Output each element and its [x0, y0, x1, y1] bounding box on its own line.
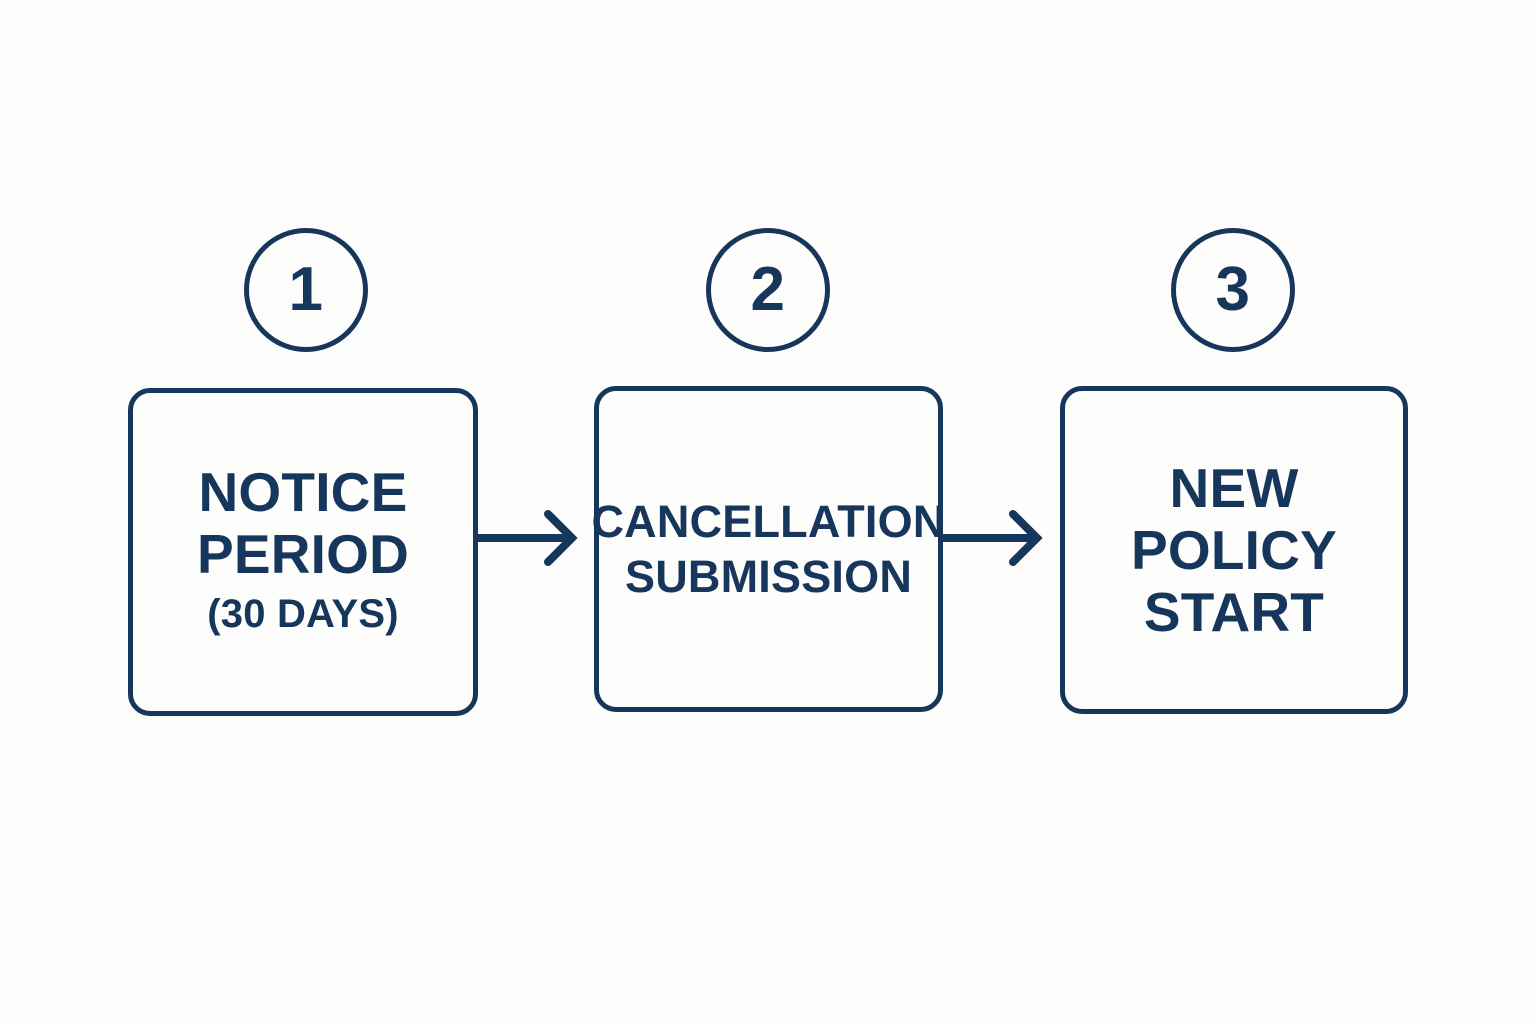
step-number-2: 2	[750, 255, 786, 324]
step-number-1: 1	[288, 255, 324, 324]
step-box-3-line2: POLICY	[1131, 519, 1337, 581]
step-badge-2: 2	[706, 228, 830, 352]
step-box-3-label: NEW POLICY START	[1131, 457, 1337, 643]
step-box-2-label: CANCELLATION SUBMISSION	[591, 494, 945, 604]
step-box-2-line2: SUBMISSION	[624, 551, 913, 602]
diagram-title: Policy cancellation process flow	[0, 21, 1, 22]
step-box-2[interactable]: CANCELLATION SUBMISSION	[591, 386, 945, 712]
step-badge-3: 3	[1171, 228, 1295, 352]
step-box-3-line3: START	[1143, 581, 1325, 643]
step-box-3[interactable]: NEW POLICY START	[1060, 386, 1408, 714]
step-box-3-line1: NEW	[1169, 457, 1299, 519]
step-box-1-label: NOTICE PERIOD (30 DAYS)	[197, 461, 409, 643]
step-box-1-line3: (30 DAYS)	[207, 592, 399, 636]
arrow-right-icon-2	[941, 510, 1043, 566]
step-box-1[interactable]: NOTICE PERIOD (30 DAYS)	[128, 388, 478, 716]
step-box-2-line1: CANCELLATION	[591, 496, 946, 547]
step-box-1-line1: NOTICE	[198, 461, 408, 523]
step-box-1-line2: PERIOD	[196, 523, 410, 585]
step-badge-1: 1	[244, 228, 368, 352]
step-number-3: 3	[1215, 255, 1251, 324]
arrow-right-icon-1	[476, 510, 578, 566]
